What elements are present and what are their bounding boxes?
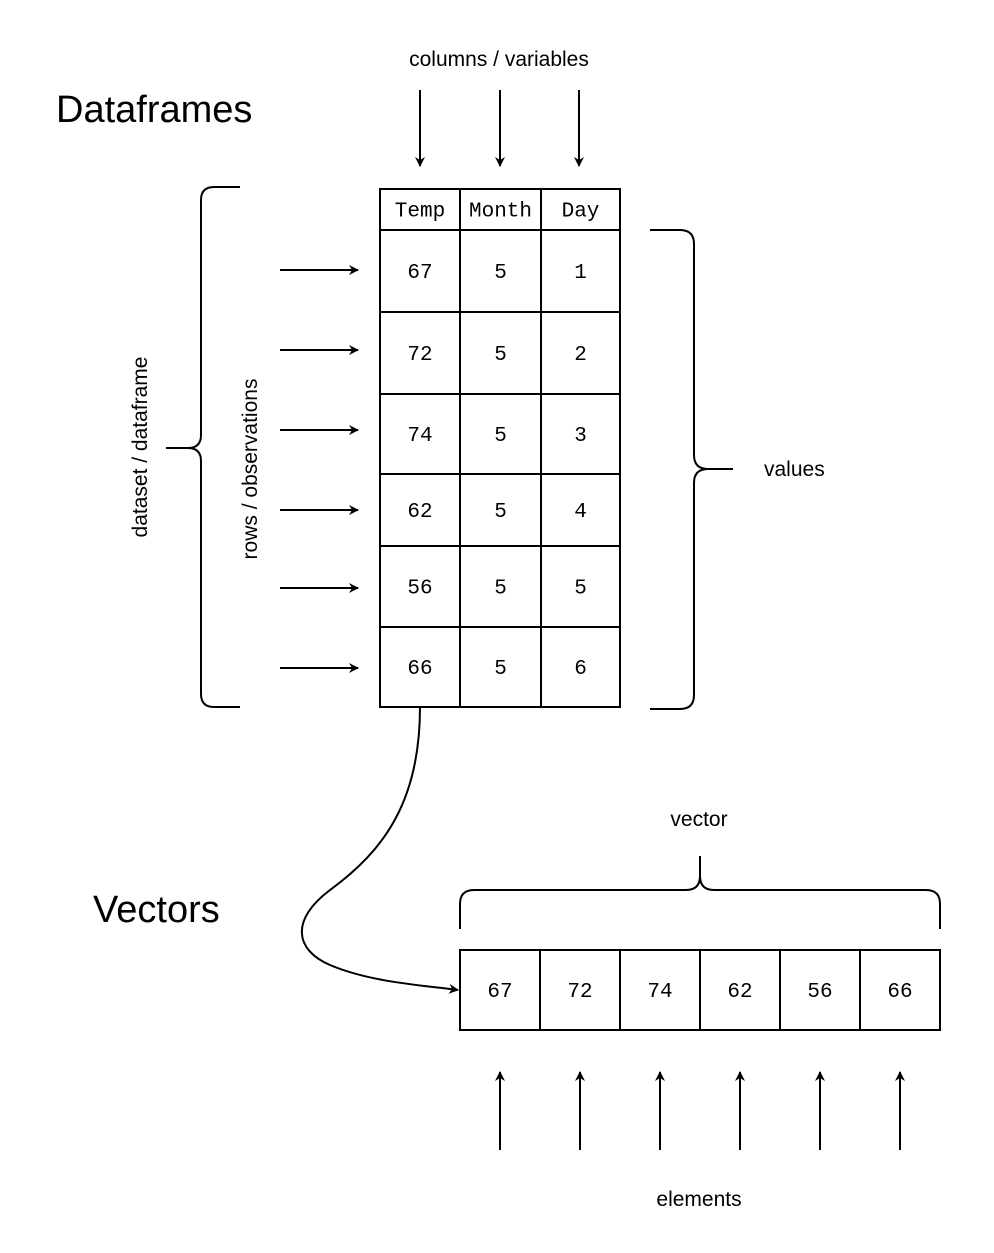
header-label: Temp	[395, 201, 445, 224]
elements-label: elements	[656, 1188, 741, 1211]
cell-value: 5	[494, 658, 507, 681]
cell-value: 5	[494, 578, 507, 601]
data-cell	[379, 545, 461, 628]
vector-cell	[779, 949, 861, 1031]
vector-element-value: 56	[807, 981, 832, 1004]
cell-value: 5	[494, 425, 507, 448]
values-brace	[650, 229, 733, 710]
column-arrows	[415, 90, 584, 167]
vector-element-value: 74	[647, 981, 672, 1004]
temp-to-vector-connector	[300, 706, 459, 994]
vectors-title: Vectors	[93, 889, 220, 931]
values-label: values	[764, 458, 825, 481]
dataset-label: dataset / dataframe	[129, 357, 152, 538]
header-label: Day	[562, 201, 600, 224]
data-cell	[379, 626, 461, 708]
vector-element-value: 66	[887, 981, 912, 1004]
vector-cell	[699, 949, 781, 1031]
row-arrows	[280, 265, 359, 673]
data-cell	[459, 545, 542, 628]
columns-label: columns / variables	[409, 48, 589, 71]
cell-value: 72	[407, 344, 432, 367]
vector-cell	[539, 949, 621, 1031]
vector-element-value: 72	[567, 981, 592, 1004]
data-cell	[459, 311, 542, 395]
cell-value: 5	[574, 578, 587, 601]
data-cell	[379, 473, 461, 547]
data-cell	[459, 393, 542, 475]
vector-cell	[619, 949, 701, 1031]
cell-value: 62	[407, 501, 432, 524]
cell-value: 5	[494, 501, 507, 524]
cell-value: 3	[574, 425, 587, 448]
vector-label: vector	[670, 808, 727, 831]
cell-value: 4	[574, 501, 587, 524]
vector-element-value: 62	[727, 981, 752, 1004]
cell-value: 56	[407, 578, 432, 601]
data-cell	[540, 311, 621, 395]
cell-value: 5	[494, 262, 507, 285]
vector-cell	[459, 949, 541, 1031]
cell-value: 1	[574, 262, 587, 285]
data-cell	[379, 311, 461, 395]
cell-value: 67	[407, 262, 432, 285]
cell-value: 5	[494, 344, 507, 367]
vector-element-value: 67	[487, 981, 512, 1004]
data-cell	[540, 626, 621, 708]
cell-value: 6	[574, 658, 587, 681]
rows-label: rows / observations	[239, 379, 262, 560]
element-arrows	[495, 1071, 905, 1150]
vector-cells: 67 72 74 62 56 66	[459, 949, 941, 1031]
cell-value: 2	[574, 344, 587, 367]
vector-cell	[859, 949, 941, 1031]
dataframes-title: Dataframes	[56, 89, 252, 131]
cell-value: 66	[407, 658, 432, 681]
data-cell	[540, 545, 621, 628]
data-cell	[540, 473, 621, 547]
cell-value: 74	[407, 425, 432, 448]
dataset-brace	[166, 186, 240, 708]
vector-brace	[459, 856, 941, 929]
data-cell	[540, 393, 621, 475]
header-label: Month	[469, 201, 532, 224]
